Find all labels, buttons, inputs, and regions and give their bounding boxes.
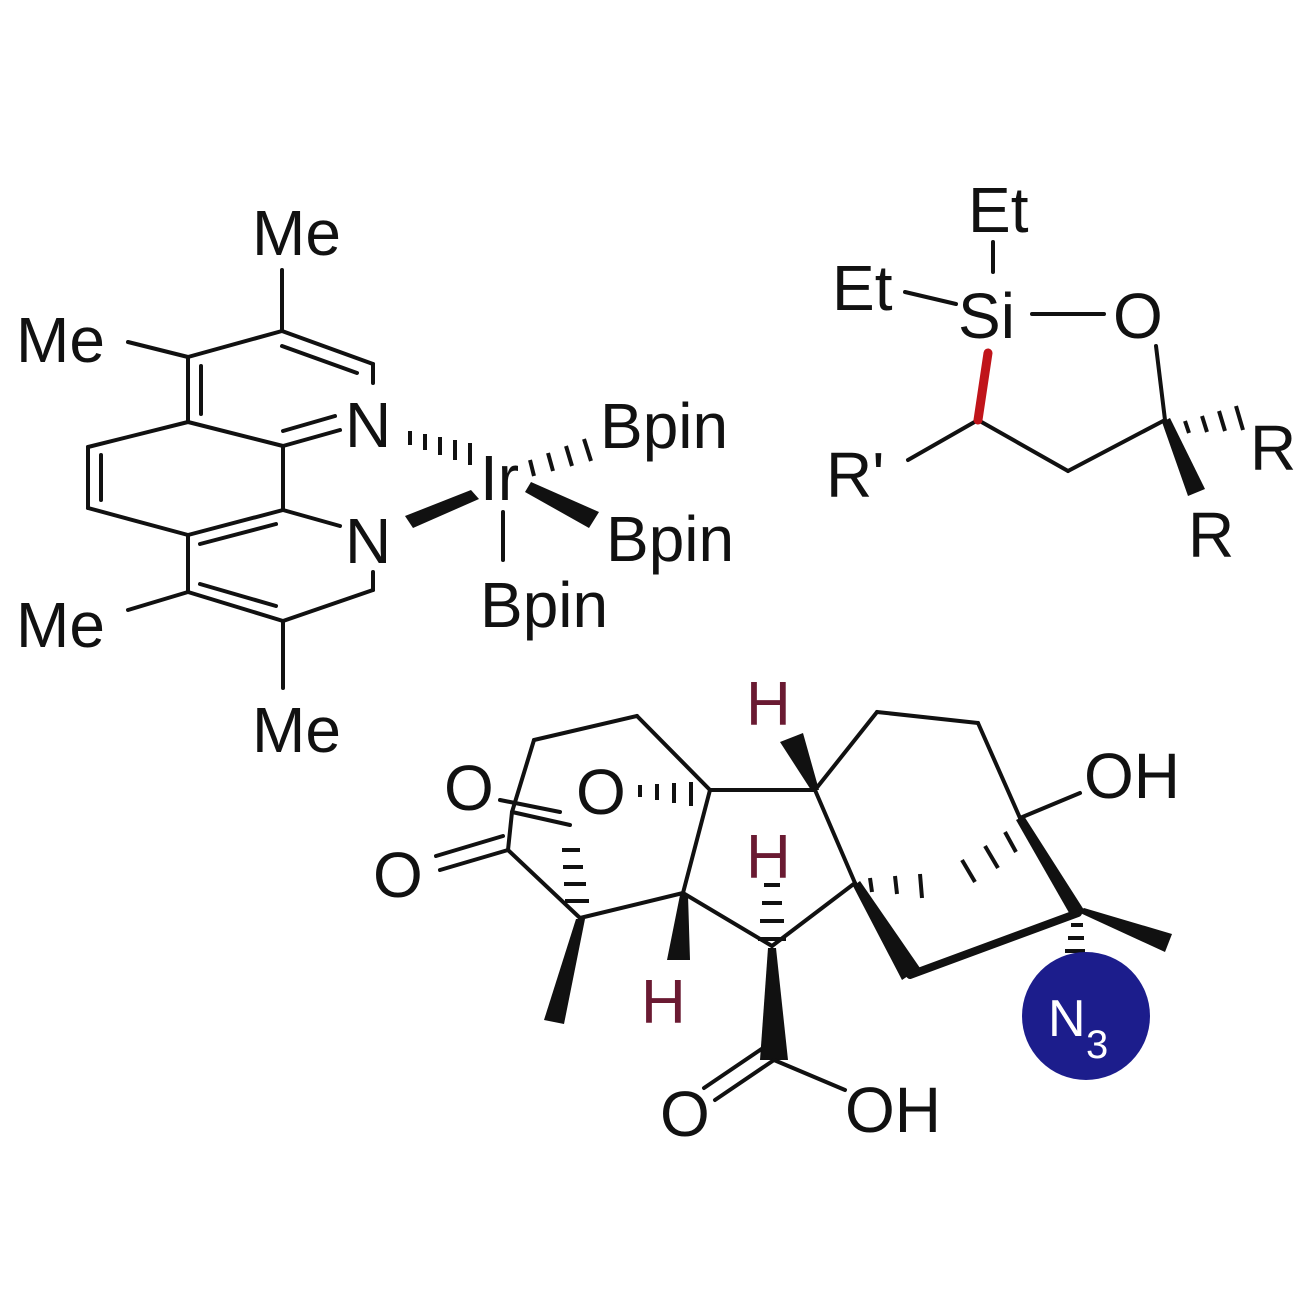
gibberellin-azide: N 3 H H H O O O OH O OH	[373, 670, 1180, 1150]
bpin-label-right: Bpin	[606, 503, 734, 575]
azide-label: N	[1048, 990, 1086, 1048]
iridium-complex: N N Ir Me Me Me Me Bpin Bpin Bpin	[16, 197, 734, 766]
hydrogen-label-middle: H	[746, 823, 791, 892]
bpin-label-upper: Bpin	[600, 390, 728, 462]
ethyl-label-left: Et	[832, 252, 893, 324]
highlighted-si-c-bond	[973, 348, 993, 425]
nitrogen-atom-lower: N	[345, 505, 391, 577]
silicon-atom: Si	[958, 280, 1015, 352]
methyl-label-bottom: Me	[252, 694, 341, 766]
lactone-ring-oxygen: O	[576, 756, 626, 828]
ethyl-label-top: Et	[968, 174, 1029, 246]
ketone-oxygen: O	[373, 839, 423, 911]
lactone-carbonyl-oxygen: O	[444, 752, 494, 824]
azide-subscript: 3	[1086, 1023, 1108, 1067]
r-prime-label: R'	[826, 439, 884, 511]
hydrogen-label-top: H	[746, 670, 791, 739]
acid-hydroxyl-label: OH	[845, 1074, 941, 1146]
ring-oxygen-atom: O	[1113, 280, 1163, 352]
iridium-atom: Ir	[480, 442, 519, 514]
hydroxyl-label: OH	[1084, 740, 1180, 812]
r-label-bottom: R	[1188, 499, 1234, 571]
r-label-right: R	[1250, 412, 1296, 484]
nitrogen-atom-upper: N	[345, 389, 391, 461]
bpin-label-bottom: Bpin	[480, 569, 608, 641]
methyl-label-lower-left: Me	[16, 589, 105, 661]
methyl-label-top: Me	[252, 197, 341, 269]
methyl-label-upper-left: Me	[16, 304, 105, 376]
hydrogen-label-bottom: H	[641, 968, 686, 1037]
acid-carbonyl-oxygen: O	[660, 1078, 710, 1150]
azide-badge	[1022, 952, 1150, 1080]
silacycle: Et Et Si O R' R R	[826, 174, 1296, 571]
